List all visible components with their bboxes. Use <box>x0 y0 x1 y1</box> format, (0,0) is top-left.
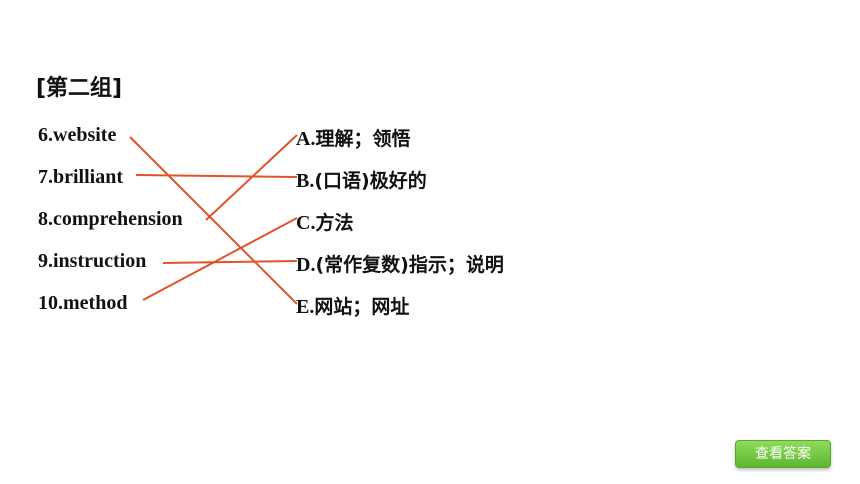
match-line-8-a <box>205 134 298 221</box>
meaning-a: A.理解；领悟 <box>296 124 410 151</box>
meaning-c: C.方法 <box>296 208 353 235</box>
meaning-e: E.网站；网址 <box>296 292 409 319</box>
meaning-d-text: (常作复数)指示；说明 <box>315 254 504 276</box>
meaning-a-text: 理解；领悟 <box>315 128 411 150</box>
group-title: [第二组] <box>36 76 123 101</box>
match-line-9-d <box>162 260 298 264</box>
meaning-b-letter: B. <box>296 170 315 192</box>
meaning-a-letter: A. <box>296 128 316 150</box>
meaning-c-text: 方法 <box>315 212 354 234</box>
meaning-b: B.(口语)极好的 <box>296 166 427 193</box>
term-8: 8.comprehension <box>38 208 183 230</box>
meaning-b-text: (口语)极好的 <box>314 170 427 192</box>
meaning-c-letter: C. <box>296 212 316 234</box>
term-7: 7.brilliant <box>38 166 124 188</box>
term-6: 6.website <box>38 124 117 146</box>
view-answer-button[interactable]: 查看答案 <box>735 440 831 468</box>
term-9: 9.instruction <box>38 250 147 272</box>
meaning-d-letter: D. <box>296 254 316 276</box>
meaning-e-letter: E. <box>296 296 315 318</box>
meaning-d: D.(常作复数)指示；说明 <box>296 250 504 277</box>
meaning-e-text: 网站；网址 <box>314 296 410 318</box>
term-10: 10.method <box>38 292 128 314</box>
match-line-7-b <box>135 174 298 178</box>
